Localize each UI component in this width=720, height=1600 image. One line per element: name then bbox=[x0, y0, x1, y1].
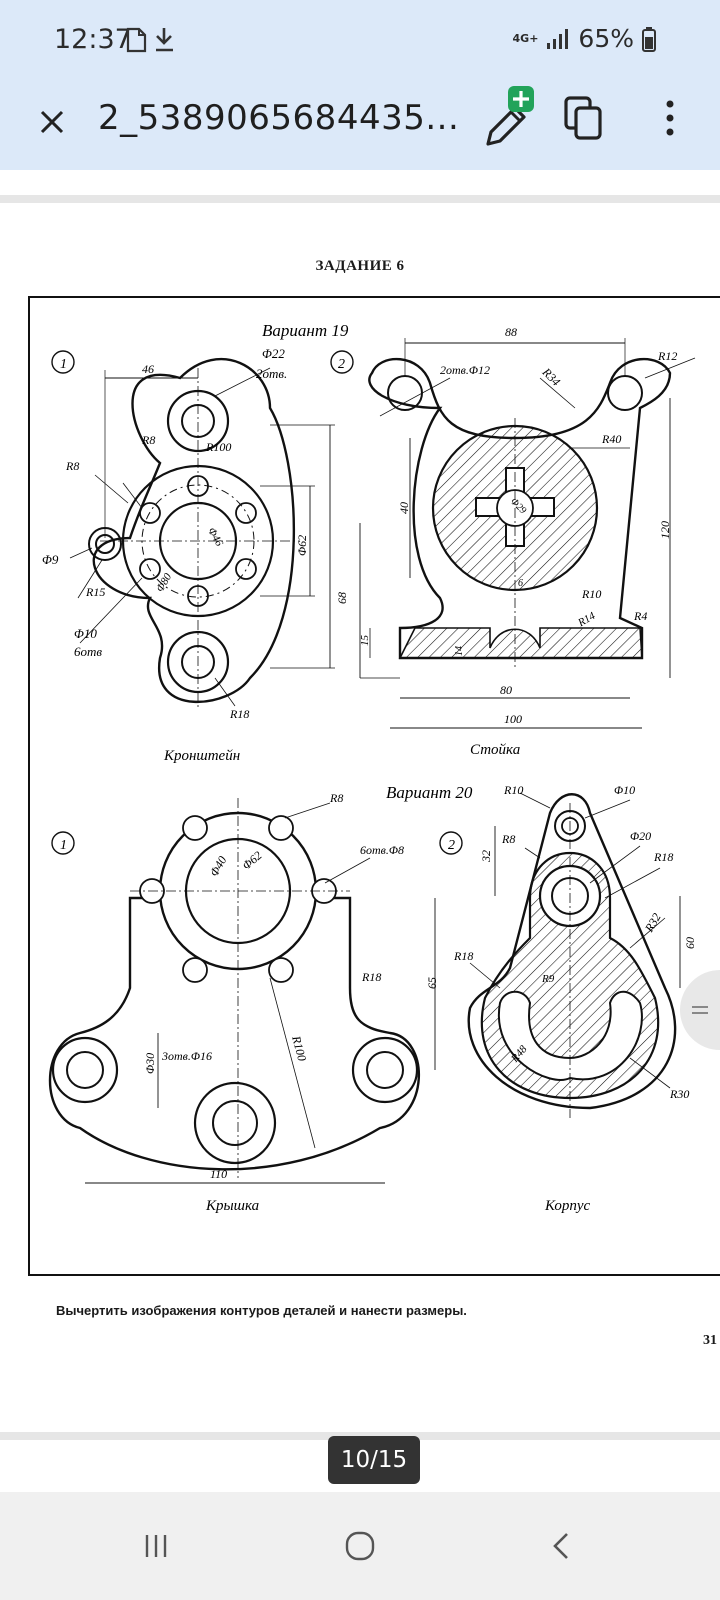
dim-60: 60 bbox=[683, 937, 697, 949]
dim-r12: R12 bbox=[657, 349, 677, 363]
status-notification-icons bbox=[126, 26, 178, 59]
file-icon bbox=[126, 27, 147, 53]
dim-100: 100 bbox=[504, 712, 522, 726]
page-number: 31 bbox=[703, 1333, 717, 1348]
dim-2holes-phi12: 2отв.Φ12 bbox=[440, 363, 490, 377]
dim-r10b: R10 bbox=[503, 783, 523, 797]
dim-r18b: R18 bbox=[361, 970, 381, 984]
dim-15: 15 bbox=[359, 635, 371, 647]
part-kronshtein: 1 bbox=[42, 346, 349, 764]
dim-6holes-phi8: 6отв.Φ8 bbox=[360, 843, 404, 857]
recent-apps-button[interactable] bbox=[126, 1518, 186, 1574]
top-divider bbox=[0, 195, 720, 203]
dim-r100b: R100 bbox=[289, 1033, 309, 1062]
edit-button[interactable] bbox=[478, 84, 548, 154]
dim-phi62: Φ62 bbox=[295, 535, 309, 556]
app-bar: 2_5389065684435... bbox=[0, 80, 720, 170]
copy-button[interactable] bbox=[562, 94, 610, 144]
battery-icon bbox=[642, 26, 656, 52]
dim-r8b: R8 bbox=[65, 459, 79, 473]
part-kryshka: 1 bbox=[48, 791, 439, 1214]
document-page[interactable]: ЗАДАНИЕ 6 Вариант 19 1 bbox=[0, 203, 720, 1433]
dim-phi30: Φ30 bbox=[143, 1053, 157, 1074]
drag-handle-icon bbox=[692, 1006, 708, 1014]
part2-name: Стойка bbox=[470, 742, 520, 758]
dim-r32: R32 bbox=[641, 911, 663, 936]
more-options-button[interactable] bbox=[652, 94, 688, 146]
dim-r8d: R8 bbox=[501, 832, 515, 846]
variant20-label: Вариант 20 bbox=[386, 783, 473, 802]
dim-phi20: Φ20 bbox=[630, 829, 651, 843]
dim-r8c: R8 bbox=[329, 791, 343, 805]
copy-icon bbox=[564, 96, 602, 140]
part-stoyka: 2 bbox=[330, 325, 696, 758]
dim-r18c: R18 bbox=[653, 850, 673, 864]
dim-phi10: Φ10 bbox=[74, 626, 97, 641]
page-indicator: 10/15 bbox=[328, 1436, 420, 1484]
dim-r14: R14 bbox=[575, 610, 598, 630]
drawing-frame: Вариант 19 1 bbox=[28, 296, 720, 1276]
close-button[interactable] bbox=[30, 100, 74, 144]
dim-65: 65 bbox=[425, 977, 439, 989]
dim-r18a: R18 bbox=[229, 707, 249, 721]
dim-14: 14 bbox=[454, 646, 465, 656]
part3-name: Крышка bbox=[205, 1198, 259, 1214]
part-korpus: 2 R10 Φ10 bbox=[439, 783, 697, 1214]
instruction-text: Вычертить изображения контуров деталей и… bbox=[56, 1303, 467, 1318]
dim-68: 68 bbox=[335, 592, 349, 604]
dim-40: 40 bbox=[397, 502, 411, 514]
dim-r9: R9 bbox=[541, 973, 555, 985]
network-label: 4G+ bbox=[512, 32, 539, 45]
dim-r40: R40 bbox=[601, 432, 621, 446]
dim-r10a: R10 bbox=[581, 587, 601, 601]
dim-80: 80 bbox=[500, 683, 512, 697]
dim-r30: R30 bbox=[669, 1087, 689, 1101]
dim-r8a: R8 bbox=[141, 433, 155, 447]
signal-icon bbox=[547, 28, 569, 49]
dim-110: 110 bbox=[210, 1167, 227, 1181]
home-button[interactable] bbox=[330, 1518, 390, 1574]
part1-number: 1 bbox=[60, 357, 67, 372]
technical-drawing: Вариант 19 1 bbox=[42, 321, 697, 1214]
part4-name: Корпус bbox=[544, 1198, 591, 1214]
system-nav-bar bbox=[0, 1492, 720, 1600]
more-vertical-icon bbox=[666, 100, 674, 136]
variant19-label: Вариант 19 bbox=[262, 321, 349, 340]
download-icon bbox=[156, 28, 173, 52]
dim-46: 46 bbox=[142, 362, 154, 376]
dim-phi22: Φ22 bbox=[262, 346, 285, 361]
close-icon bbox=[40, 110, 64, 134]
dim-r34: R34 bbox=[539, 364, 563, 388]
battery-percent: 65% bbox=[578, 24, 634, 53]
dim-3holes-phi16: 3отв.Φ16 bbox=[161, 1049, 212, 1063]
part3-number: 1 bbox=[60, 838, 67, 853]
dim-phi46: Φ46 bbox=[205, 526, 225, 549]
dim-120: 120 bbox=[658, 521, 672, 539]
part4-number: 2 bbox=[448, 838, 455, 853]
part2-number: 2 bbox=[338, 357, 345, 372]
dim-2holes: 2отв. bbox=[256, 366, 287, 381]
dim-r15: R15 bbox=[85, 585, 105, 599]
back-icon bbox=[553, 1533, 568, 1559]
status-time: 12:37 bbox=[54, 24, 132, 55]
task-title: ЗАДАНИЕ 6 bbox=[315, 258, 405, 274]
dim-r18d: R18 bbox=[453, 949, 473, 963]
dim-6: 6 bbox=[518, 578, 523, 589]
dim-phi10b: Φ10 bbox=[614, 783, 635, 797]
dim-88: 88 bbox=[505, 325, 517, 339]
status-bar: 12:37 4G+ 65% bbox=[0, 0, 720, 80]
recent-apps-icon bbox=[145, 1535, 167, 1557]
dim-r4: R4 bbox=[633, 609, 647, 623]
edit-add-icon bbox=[486, 86, 534, 146]
document-title: 2_5389065684435... bbox=[98, 98, 460, 138]
back-button[interactable] bbox=[532, 1518, 592, 1574]
dim-r100a: R100 bbox=[205, 440, 231, 454]
dim-phi9: Φ9 bbox=[42, 552, 59, 567]
part1-name: Кронштейн bbox=[163, 748, 240, 764]
home-icon bbox=[345, 1531, 375, 1561]
dim-6holes: 6отв bbox=[74, 644, 102, 659]
dim-32: 32 bbox=[479, 850, 493, 863]
status-right: 4G+ 65% bbox=[513, 24, 656, 53]
